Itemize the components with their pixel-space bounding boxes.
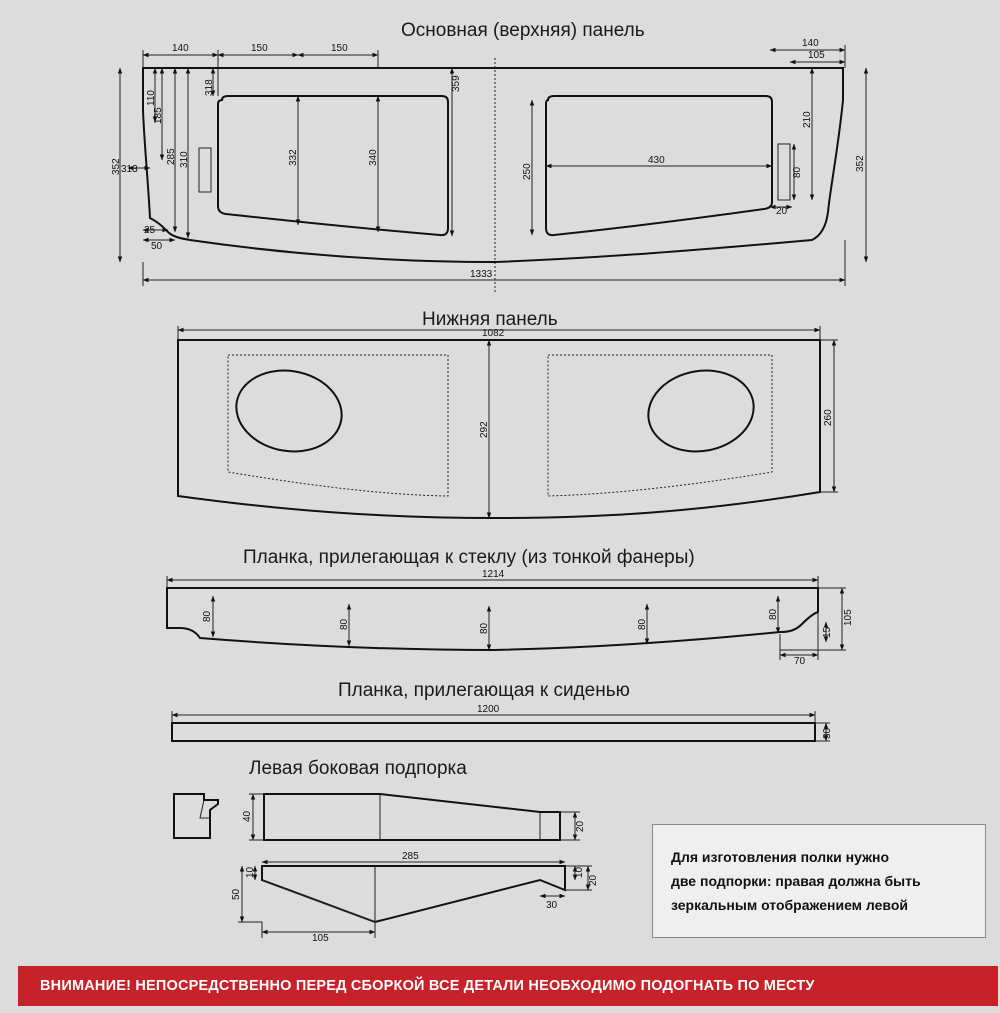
dim-top-340: 340 (368, 149, 379, 166)
dim-top-140-right: 140 (802, 38, 819, 49)
dim-support-20-b: 20 (588, 874, 599, 886)
dim-top-140-left: 140 (172, 43, 189, 54)
dim-support-50: 50 (231, 888, 242, 900)
dim-top-313: 313 (121, 164, 138, 175)
dim-support-40: 40 (242, 810, 253, 822)
bottom-panel-drawing (177, 326, 838, 520)
bottom-panel-left-hole (235, 369, 343, 453)
dim-top-185: 185 (153, 107, 164, 124)
dim-top-20: 20 (776, 206, 788, 217)
side-support-dimensions: 40 20 285 50 10 10 20 30 105 (231, 810, 599, 944)
seat-strip-dimensions: 1200 30 (477, 704, 833, 739)
side-support-end-view (173, 793, 219, 839)
bottom-panel-outline (177, 339, 821, 520)
dim-bottom-292: 292 (479, 421, 490, 438)
dim-glass-80-1: 80 (202, 610, 213, 622)
bottom-panel-title: Нижняя панель (422, 309, 558, 330)
dim-glass-70: 70 (794, 656, 806, 667)
dim-top-250: 250 (522, 163, 533, 180)
glass-strip-dimensions: 1214 80 80 80 80 80 105 15 70 (202, 569, 854, 667)
warning-banner: ВНИМАНИЕ! НЕПОСРЕДСТВЕННО ПЕРЕД СБОРКОЙ … (18, 966, 998, 1006)
seat-strip-drawing (171, 711, 830, 742)
dim-top-285: 285 (166, 148, 177, 165)
side-support-side-view (263, 793, 561, 841)
top-panel-outline (142, 67, 844, 264)
dim-support-30: 30 (546, 900, 558, 911)
dim-top-318: 318 (204, 79, 215, 96)
top-panel-left-cutout (217, 95, 449, 237)
side-support-top-view (261, 865, 566, 924)
dim-glass-80-2: 80 (339, 618, 350, 630)
dim-glass-1214: 1214 (482, 569, 505, 580)
dim-top-1333: 1333 (470, 269, 493, 280)
dim-top-150-b: 150 (331, 43, 348, 54)
side-support-drawing (173, 793, 592, 938)
dim-top-150-a: 150 (251, 43, 268, 54)
top-panel-dimensions: 140 150 150 140 105 110 185 285 310 352 … (111, 38, 866, 280)
dim-top-352-left: 352 (111, 158, 122, 175)
glass-strip-outline (166, 587, 819, 652)
side-support-title: Левая боковая подпорка (249, 758, 467, 779)
dim-top-105: 105 (808, 50, 825, 61)
note-line-2: две подпорки: правая должна быть (671, 873, 921, 889)
dim-glass-80-4: 80 (637, 618, 648, 630)
top-panel-left-slot (198, 147, 212, 193)
dim-seat-1200: 1200 (477, 704, 500, 715)
dim-seat-30: 30 (822, 727, 833, 739)
note-box: Для изготовления полки нужно две подпорк… (652, 824, 986, 938)
dim-top-25: 25 (144, 225, 156, 236)
bottom-panel-right-frame (547, 354, 773, 497)
top-panel-right-cutout (545, 95, 773, 237)
dim-top-310: 310 (179, 151, 190, 168)
dim-support-20-a: 20 (575, 820, 586, 832)
dim-glass-80-3: 80 (479, 622, 490, 634)
bottom-panel-dimensions: 1082 292 260 (479, 328, 834, 438)
dim-top-352-right: 352 (855, 155, 866, 172)
seat-strip-outline (171, 722, 816, 742)
dim-top-110: 110 (146, 90, 157, 106)
dim-bottom-260: 260 (823, 409, 834, 426)
dim-glass-105: 105 (843, 609, 854, 626)
dim-top-80: 80 (792, 166, 803, 178)
bottom-panel-left-frame (227, 354, 449, 497)
seat-strip-title: Планка, прилегающая к сиденью (338, 680, 630, 701)
dim-support-285: 285 (402, 851, 419, 862)
dim-top-430: 430 (648, 155, 665, 166)
dim-top-50: 50 (151, 241, 163, 252)
dim-bottom-1082: 1082 (482, 328, 505, 339)
dim-glass-80-5: 80 (768, 608, 779, 620)
top-panel-right-slot (777, 143, 791, 201)
note-line-1: Для изготовления полки нужно (671, 849, 890, 865)
warning-text: ВНИМАНИЕ! НЕПОСРЕДСТВЕННО ПЕРЕД СБОРКОЙ … (40, 978, 815, 994)
dim-support-105: 105 (312, 933, 329, 944)
dim-support-10-a: 10 (245, 866, 256, 878)
dim-top-359: 359 (451, 75, 462, 92)
dim-support-10-b: 10 (574, 866, 585, 878)
top-panel-drawing (117, 45, 869, 292)
dim-glass-15: 15 (822, 626, 833, 638)
glass-strip-drawing (166, 576, 846, 660)
top-panel-title: Основная (верхняя) панель (401, 20, 645, 41)
glass-strip-title: Планка, прилегающая к стеклу (из тонкой … (243, 547, 695, 568)
dim-top-210: 210 (802, 111, 813, 128)
dim-top-332: 332 (288, 149, 299, 166)
note-line-3: зеркальным отображением левой (671, 897, 908, 913)
bottom-panel-right-hole (647, 369, 755, 453)
